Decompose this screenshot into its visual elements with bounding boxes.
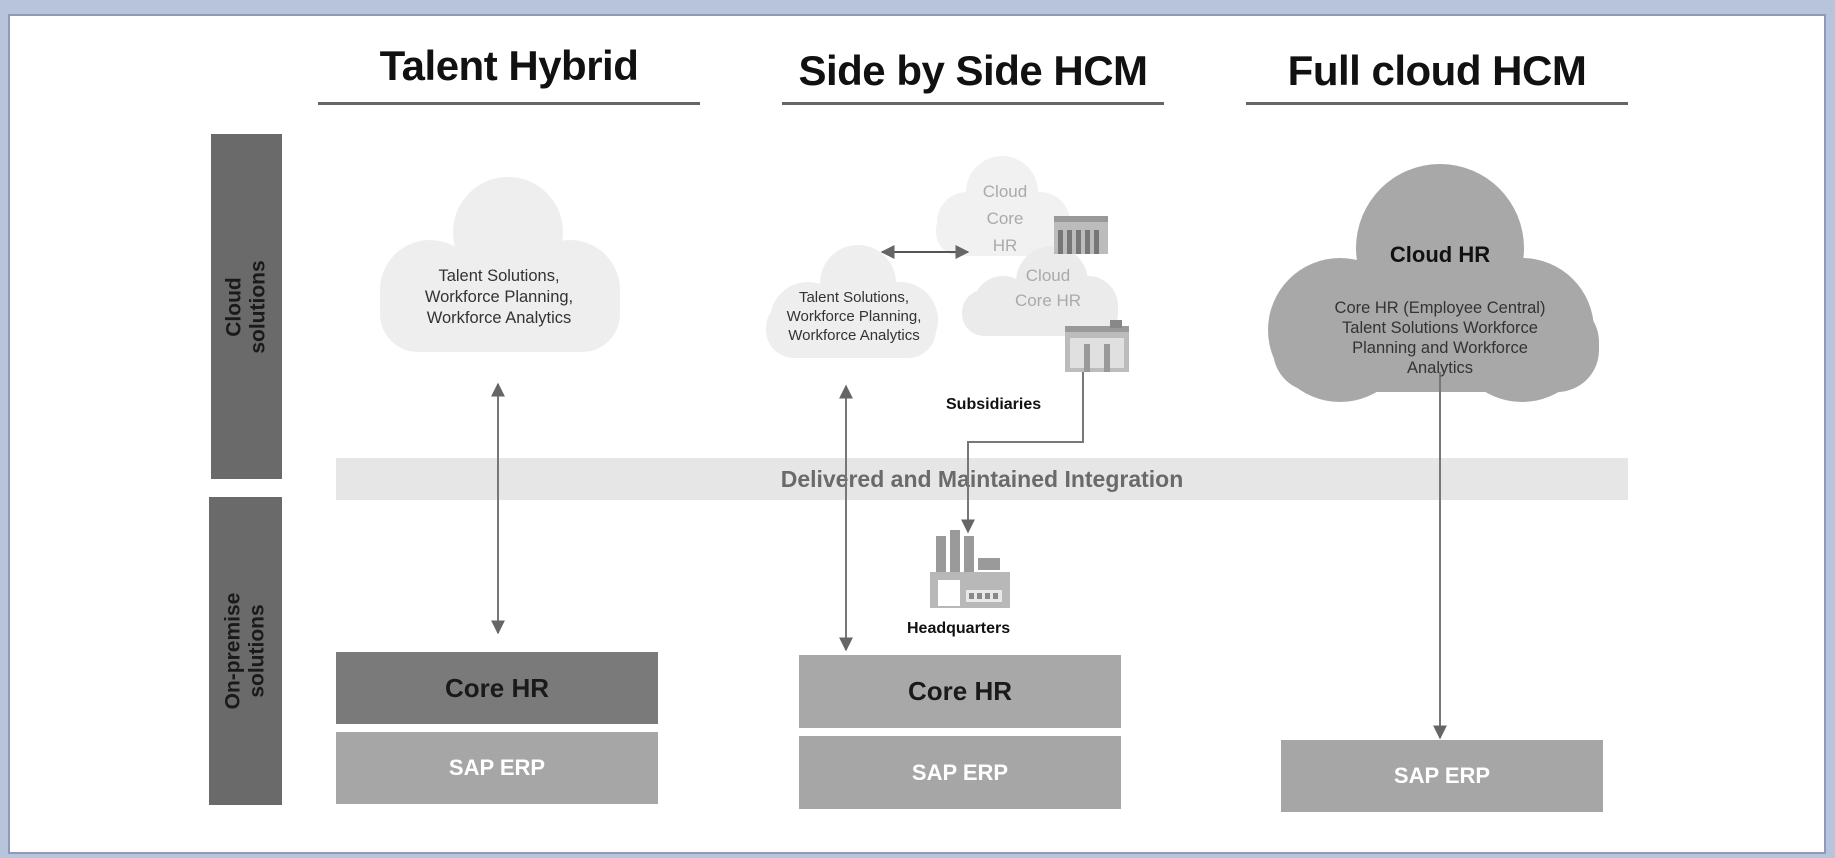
talent-hybrid-core-hr-box: Core HR (336, 652, 658, 724)
cloud-icon-talent-hybrid (380, 177, 620, 352)
talent-hybrid-sap-erp-label: SAP ERP (448, 755, 546, 780)
talent-hybrid-core-hr-label: Core HR (444, 672, 549, 703)
full-cloud-text: Core HR (Employee Central) Talent Soluti… (1334, 299, 1546, 377)
building-icon-top (1054, 216, 1108, 254)
on-premise-solutions-band: On-premise solutions (209, 497, 282, 805)
headquarters-factory-icon (930, 530, 1010, 608)
cloud-solutions-band: Cloud solutions (211, 134, 282, 479)
cloud-icon-full-cloud (1268, 164, 1599, 402)
side-talent-cloud-text: Talent Solutions, Workforce Planning, Wo… (786, 289, 922, 344)
cloud-core-hr-top-text: Cloud Core HR (982, 182, 1028, 255)
column-title-talent-hybrid: Talent Hybrid (379, 42, 639, 89)
side-by-side-sap-erp-label: SAP ERP (911, 759, 1009, 785)
column-title-side-by-side: Side by Side HCM (798, 47, 1148, 94)
title-rule-talent-hybrid (318, 102, 700, 105)
integration-band: Delivered and Maintained Integration (336, 458, 1628, 500)
subsidiary-connector (961, 372, 1084, 534)
side-by-side-sap-erp-box: SAP ERP (799, 736, 1121, 809)
subsidiaries-label: Subsidiaries (946, 396, 1042, 413)
subsidiary-building-icon (1065, 320, 1129, 372)
cloud-icon-side-talent (766, 245, 938, 358)
title-rule-side-by-side (782, 102, 1164, 105)
full-cloud-title: Cloud HR (1389, 242, 1491, 267)
talent-hybrid-cloud-text: Talent Solutions, Workforce Planning, Wo… (424, 267, 574, 327)
title-rule-full-cloud (1246, 102, 1628, 105)
cloud-core-hr-bottom-text: Cloud Core HR (1014, 266, 1082, 310)
column-title-full-cloud: Full cloud HCM (1287, 47, 1587, 94)
side-by-side-core-hr-box: Core HR (799, 655, 1121, 728)
full-cloud-sap-erp-label: SAP ERP (1393, 763, 1491, 788)
cloud-icon-core-hr-bottom (962, 246, 1118, 336)
headquarters-label: Headquarters (907, 620, 1011, 637)
full-cloud-sap-erp-box: SAP ERP (1281, 740, 1603, 812)
side-by-side-core-hr-label: Core HR (907, 676, 1012, 706)
talent-hybrid-sap-erp-box: SAP ERP (336, 732, 658, 804)
